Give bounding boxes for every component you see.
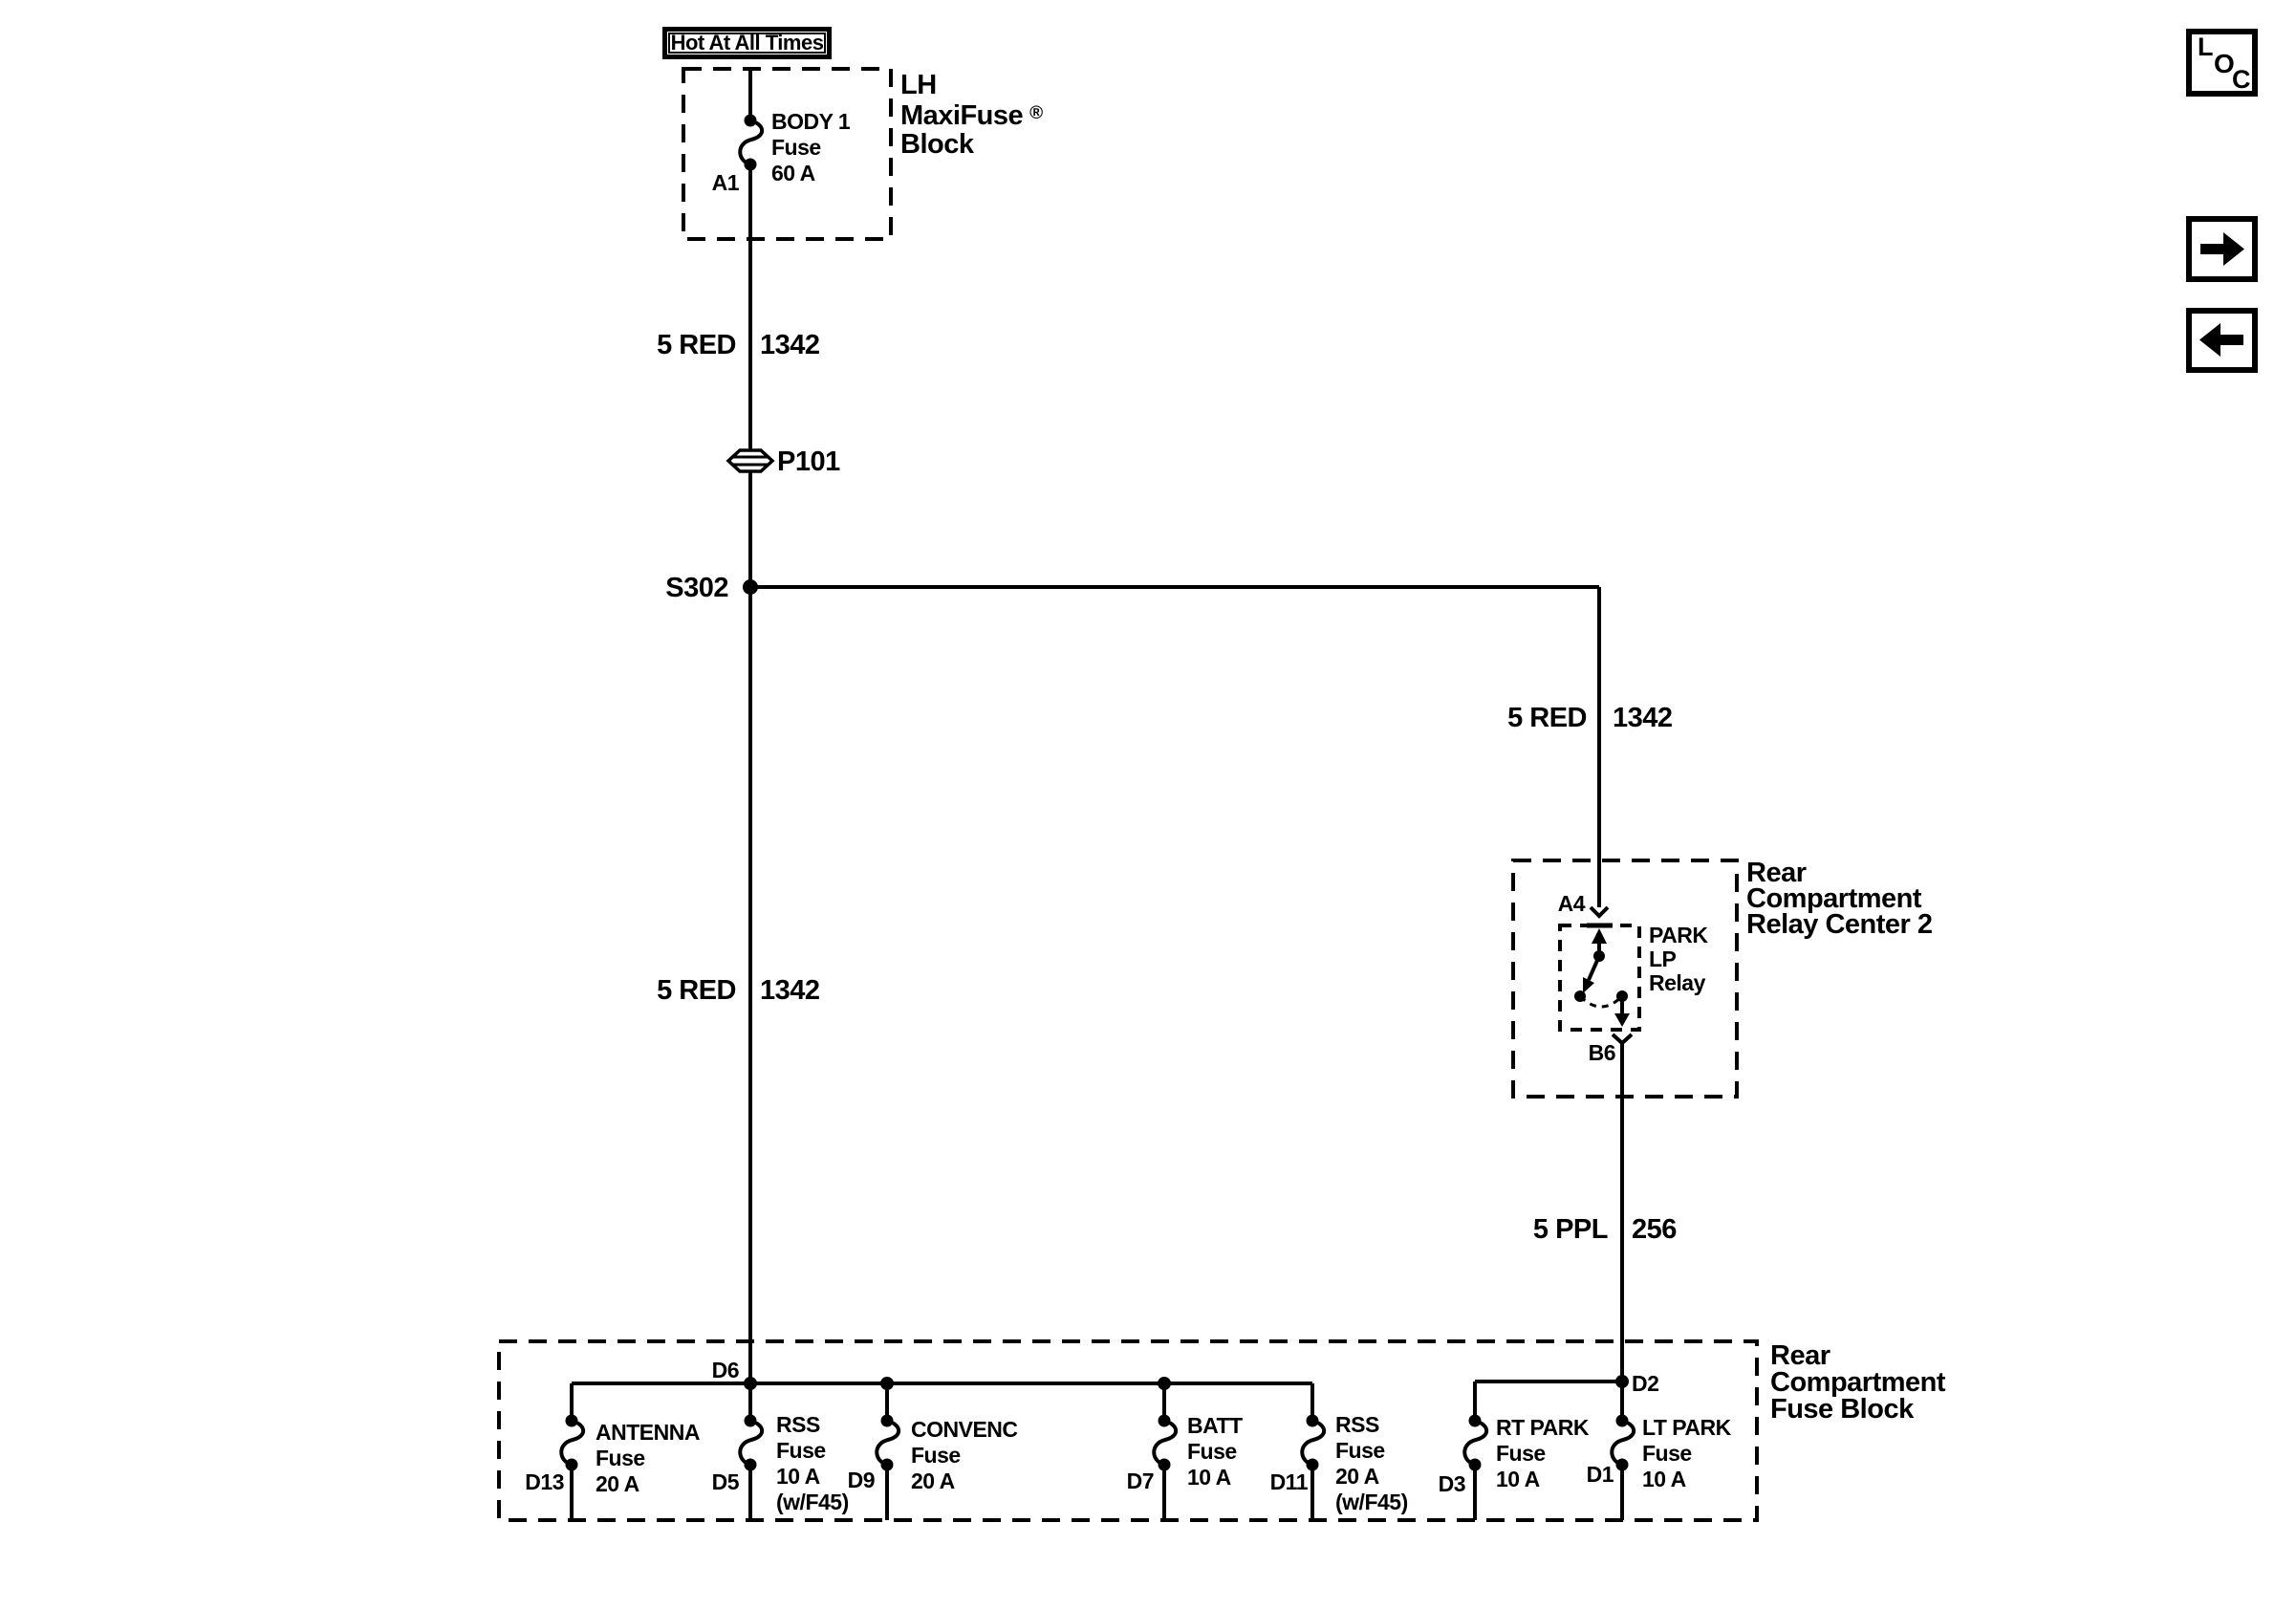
coil-up-arrow-icon (1592, 928, 1607, 944)
pin-d1-label: D1 (1586, 1462, 1614, 1487)
fuse-antenna-symbol (559, 1419, 586, 1467)
connector-p101-symbol (726, 448, 775, 473)
fuse-rss-d5-symbol (738, 1419, 765, 1467)
splice-s302-dot (743, 579, 758, 595)
power-source-label: Hot At All Times (670, 31, 824, 54)
fuse-convenc-symbol (875, 1419, 901, 1467)
pin-d7-label: D7 (1126, 1469, 1155, 1493)
pin-d2-label: D2 (1632, 1371, 1659, 1396)
pin-d9-label: D9 (847, 1468, 876, 1492)
splice-s302-label: S302 (665, 573, 728, 603)
right-arrow-icon (2200, 232, 2244, 266)
wires (570, 69, 1624, 1520)
relay-inner-box (1558, 924, 1641, 1032)
registered-trademark: ® (1029, 103, 1044, 123)
pin-d5-label: D5 (711, 1469, 740, 1494)
left-arrow-icon (2199, 323, 2243, 357)
pin-b6-label: B6 (1588, 1040, 1616, 1065)
fuse-rss-d11-symbol (1300, 1419, 1327, 1467)
power-source-box: Hot At All Times (662, 27, 832, 59)
fuse-lt-park-label: LT PARK Fuse 10 A (1642, 1415, 1731, 1491)
fuse-rss-d5-label: RSS Fuse 10 A (w/F45) (776, 1412, 849, 1514)
maxifuse-block-label: LH MaxiFuse® Block (900, 70, 1044, 160)
previous-page-button[interactable] (2186, 308, 2258, 373)
fuse-block-box (497, 1339, 1759, 1522)
fuse-convenc-label: CONVENC Fuse 20 A (911, 1417, 1018, 1493)
d2-junction-dot (1615, 1375, 1629, 1388)
pin-a1-label: A1 (711, 170, 740, 195)
wire-spec-label: 5 PPL (1532, 1214, 1609, 1245)
relay-center-box (1511, 859, 1739, 1099)
park-lp-relay-symbol (1558, 905, 1641, 1046)
pin-d6-label: D6 (711, 1358, 740, 1382)
fuse-antenna-label: ANTENNA Fuse 20 A (596, 1420, 700, 1496)
fuse-body1-label: BODY 1 Fuse 60 A (771, 109, 851, 185)
wire-spec-label: 5 RED (657, 975, 736, 1006)
a4-terminal-icon (1589, 905, 1610, 919)
component-boxes (497, 67, 1759, 1522)
wire-spec-label: 5 RED (1507, 703, 1587, 733)
next-page-button[interactable] (2186, 216, 2258, 282)
fuse-batt-label: BATT Fuse 10 A (1187, 1413, 1243, 1490)
junction-dots (565, 114, 1629, 1471)
wire-circuit-label: 1342 (1613, 703, 1673, 733)
fuse-body1-symbol (738, 119, 765, 166)
loc-button[interactable]: L O C (2186, 29, 2258, 97)
relay-center-label: Rear Compartment Relay Center 2 (1746, 858, 1933, 940)
maxifuse-block-box (682, 67, 893, 241)
loc-letter-c: C (2232, 65, 2251, 94)
wire-spec-label: 5 RED (657, 330, 736, 360)
switch-blade-arrow-icon (1583, 977, 1594, 993)
wire-circuit-label: 1342 (760, 330, 820, 360)
loc-letter-o: O (2214, 49, 2235, 78)
fuse-symbols (559, 119, 1636, 1467)
fuse-rt-park-label: RT PARK Fuse 10 A (1496, 1415, 1590, 1491)
d6-junction-dot (744, 1377, 757, 1390)
wire-circuit-label: 256 (1632, 1214, 1677, 1245)
pin-a4-label: A4 (1557, 891, 1586, 916)
pin-d3-label: D3 (1438, 1471, 1466, 1496)
park-lp-relay-label: PARK LP Relay (1649, 923, 1708, 995)
pin-d11-label: D11 (1269, 1469, 1309, 1494)
loc-letter-l: L (2198, 33, 2214, 61)
pin-d13-label: D13 (525, 1469, 564, 1494)
fuse-lt-park-symbol (1610, 1419, 1636, 1467)
connector-p101-label: P101 (777, 446, 840, 477)
fuse-block-label: Rear Compartment Fuse Block (1770, 1340, 1946, 1425)
switch-throw-arc (1578, 994, 1624, 1009)
output-down-arrow-icon (1614, 1013, 1630, 1027)
wire-circuit-label: 1342 (760, 975, 820, 1006)
b6-terminal-icon (1611, 1033, 1634, 1046)
fuse-batt-symbol (1152, 1419, 1179, 1467)
fuse-rss-d11-label: RSS Fuse 20 A (w/F45) (1335, 1412, 1408, 1514)
fuse-rt-park-symbol (1462, 1419, 1489, 1467)
